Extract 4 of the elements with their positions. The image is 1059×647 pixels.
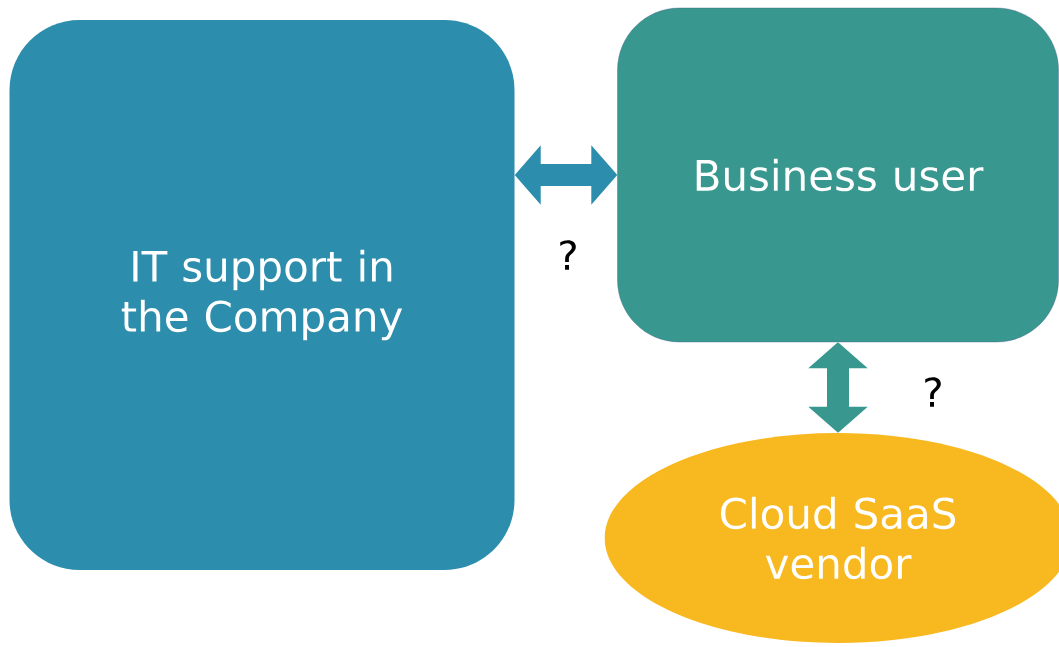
edge-label: ?: [925, 377, 941, 407]
process-box: Business user: [617, 7, 1059, 343]
edge-label: ?: [560, 240, 576, 270]
process-box: IT support in the Company: [9, 20, 515, 570]
